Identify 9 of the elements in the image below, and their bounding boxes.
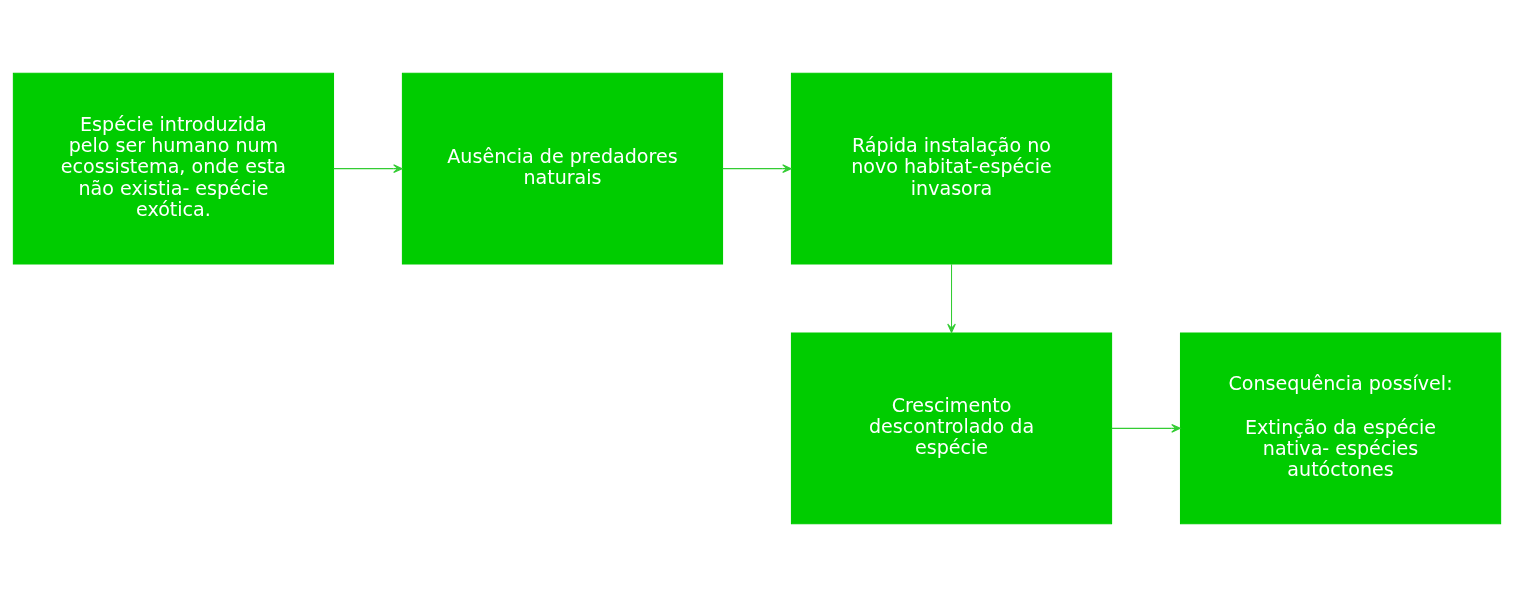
node-box: Crescimento descontrolado da espécie [790, 332, 1112, 525]
arrow [946, 263, 956, 334]
arrow [721, 164, 792, 173]
node-box: Espécie introduzida pelo ser humano num ecossistema, onde esta não existia- espécie exótica. [12, 72, 334, 265]
node-box: Ausência de predadores naturais [401, 72, 723, 265]
node-box: Consequência possível: Extinção da espécie nativa- espécies autóctones [1179, 332, 1501, 525]
arrow [332, 164, 403, 173]
arrow [1110, 424, 1181, 433]
node-box: Rápida instalação no novo habitat-espécie invasora [790, 72, 1112, 265]
